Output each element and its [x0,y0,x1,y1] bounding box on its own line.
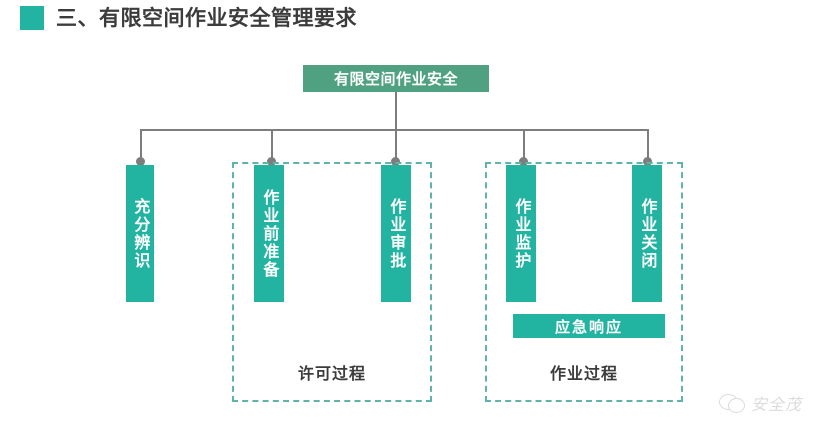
connector-root-stem [395,92,397,130]
connector-drop-5 [647,129,649,161]
node-work-approval-label: 作业审批 [387,197,407,270]
group-operation-process-label: 作业过程 [549,364,618,383]
root-node: 有限空间作业安全 [303,65,489,92]
bar-emergency-response-label: 应急响应 [554,317,623,336]
node-sufficient-identification-label: 充分辨识 [131,197,151,270]
node-work-closure: 作业关闭 [632,165,662,302]
group-permit-process [232,162,432,402]
connector-dot-3 [391,157,400,166]
watermark-text: 安全茂 [750,395,802,414]
bar-emergency-response: 应急响应 [513,314,665,338]
node-sufficient-identification: 充分辨识 [126,165,154,302]
connector-dot-5 [643,157,652,166]
wechat-bubble-small [727,398,745,413]
group-operation-process [485,162,683,402]
root-node-label: 有限空间作业安全 [333,70,458,88]
node-pre-work-preparation-label: 作业前准备 [260,188,280,279]
node-work-closure-label: 作业关闭 [638,197,658,270]
connector-drop-4 [523,129,525,161]
node-pre-work-preparation: 作业前准备 [254,165,284,302]
connector-drop-2 [271,129,273,161]
group-permit-process-label: 许可过程 [297,364,366,383]
node-work-approval: 作业审批 [381,165,411,302]
node-work-supervision-label: 作业监护 [512,197,532,270]
node-work-supervision: 作业监护 [506,165,536,302]
connector-drop-1 [140,129,142,161]
connector-dot-1 [136,157,145,166]
bullet-square-icon [20,6,44,30]
connector-horizontal-bus [140,129,649,131]
wechat-icon [718,392,745,414]
connector-dot-4 [519,157,528,166]
watermark: 安全茂 [718,391,802,415]
connector-dot-2 [267,157,276,166]
connector-drop-3 [395,129,397,161]
page-title: 三、有限空间作业安全管理要求 [20,6,357,30]
page-title-text: 三、有限空间作业安全管理要求 [56,6,357,30]
